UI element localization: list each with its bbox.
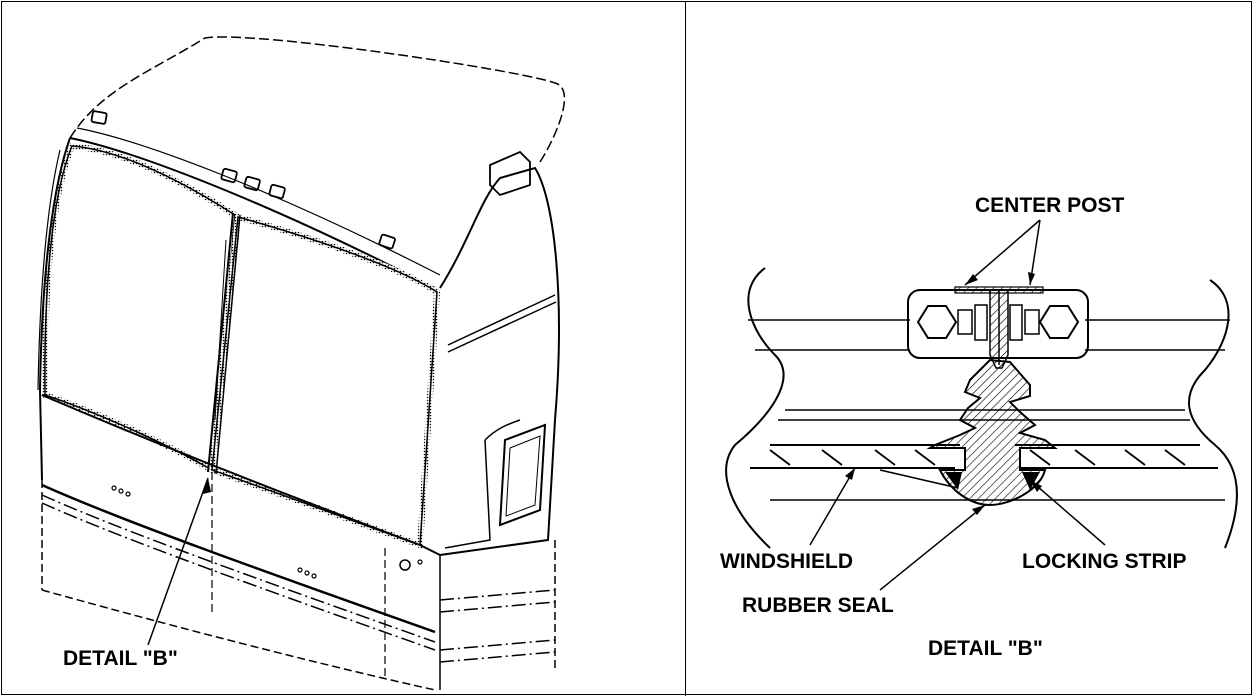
bolt-left: [916, 305, 958, 339]
marker-light-center-2: [243, 175, 261, 192]
marker-light-center-1: [220, 167, 238, 184]
roof-outline: [69, 36, 566, 163]
panel-divider: [685, 1, 686, 696]
bolt-right: [1038, 305, 1080, 339]
side-panel: [439, 166, 560, 556]
windshield-left-pane: [41, 142, 239, 475]
rubber-seal: [926, 358, 1058, 507]
detail-b-label-right: DETAIL "B": [928, 637, 1043, 660]
center-post-label: CENTER POST: [975, 194, 1125, 217]
locking-strip-label: LOCKING STRIP: [1022, 550, 1187, 573]
locking-strip-left: [945, 472, 962, 490]
corner-light: [489, 150, 531, 197]
marker-light-center-3: [268, 183, 286, 200]
rubber-seal-label: RUBBER SEAL: [742, 594, 894, 617]
roof-front-edge: [69, 137, 436, 289]
windshield-right-pane: [208, 213, 441, 550]
detail-b-label-left: DETAIL "B": [63, 647, 178, 670]
marker-light-left: [90, 110, 108, 125]
detail-b-section: [725, 219, 1238, 591]
break-line-left: [725, 267, 785, 549]
detail-b-leader: [147, 477, 209, 646]
bus-front-view: [37, 36, 566, 691]
windshield-label: WINDSHIELD: [720, 550, 853, 573]
marker-light-right: [378, 233, 396, 250]
side-access-door: [498, 423, 547, 527]
